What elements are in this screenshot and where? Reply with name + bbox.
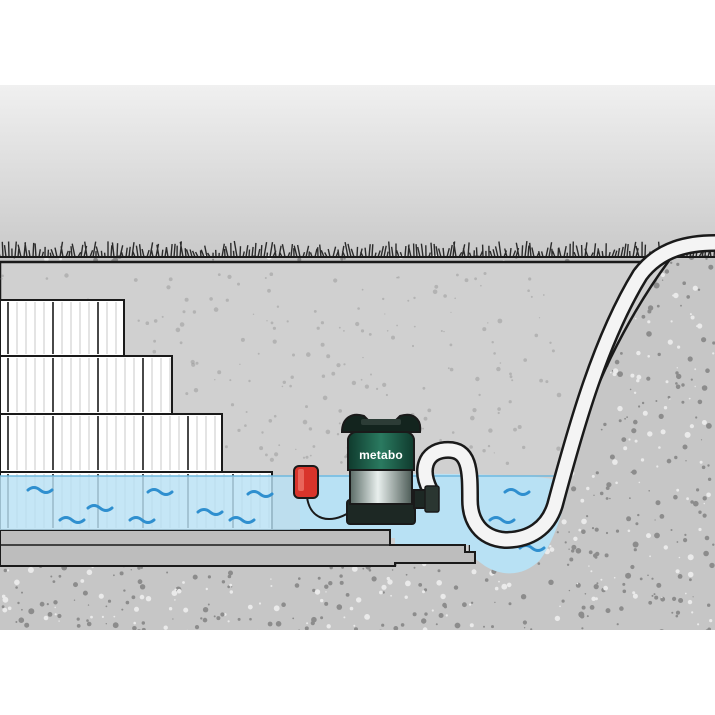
discharge-hose: [416, 234, 715, 550]
top-white-margin: [0, 0, 715, 85]
sky-background: [0, 85, 715, 260]
float-switch: [293, 465, 351, 520]
water-flood-left: [0, 476, 300, 530]
bottom-white-margin: [0, 630, 715, 715]
concrete-floor: [0, 529, 476, 567]
pump-brand-label: metabo: [359, 448, 403, 462]
grass-line: [0, 240, 715, 258]
cavity-texture: [0, 272, 562, 466]
submersible-pump: metabo: [340, 413, 440, 525]
